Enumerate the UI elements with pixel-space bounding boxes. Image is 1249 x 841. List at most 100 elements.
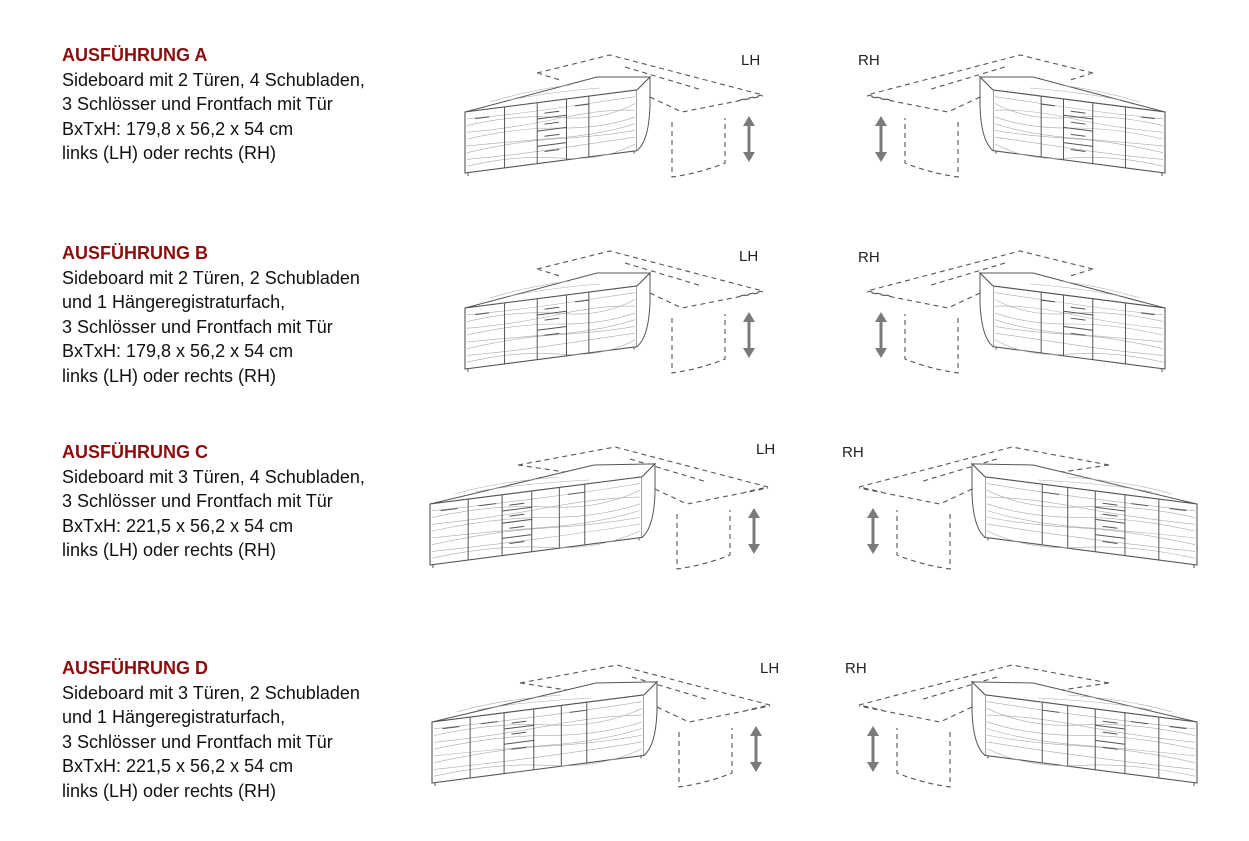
lh-label: LH bbox=[741, 52, 761, 69]
wood-grain bbox=[433, 741, 643, 770]
drawer-divider bbox=[537, 114, 567, 120]
wood-grain bbox=[466, 292, 636, 316]
drawer-handle bbox=[1070, 149, 1086, 152]
wood-grain bbox=[994, 332, 1164, 356]
drawer-handle bbox=[544, 110, 560, 114]
rh-label: RH bbox=[842, 444, 864, 461]
description-line: Sideboard mit 3 Türen, 2 Schubladen bbox=[62, 682, 360, 703]
wood-grain bbox=[994, 130, 1164, 153]
description-line: 3 Schlösser und Frontfach mit Tür bbox=[62, 491, 333, 512]
rounded-end-panel bbox=[643, 680, 658, 756]
height-adjust-arrow-icon bbox=[867, 726, 879, 772]
drawer-handle bbox=[1102, 541, 1118, 544]
drawer-handle bbox=[511, 720, 527, 724]
variant-title: AUSFÜHRUNG D bbox=[62, 658, 208, 678]
wood-grain bbox=[454, 476, 590, 495]
door-handle bbox=[1041, 103, 1055, 107]
wood-grain bbox=[431, 490, 641, 518]
wood-grain bbox=[466, 305, 636, 329]
drawer-handle bbox=[509, 525, 525, 529]
rh-label: RH bbox=[858, 249, 880, 266]
wood-grain bbox=[986, 530, 1196, 559]
wood-grain bbox=[489, 84, 601, 103]
drawer-handle bbox=[511, 731, 527, 735]
wood-grain bbox=[431, 496, 641, 525]
drawer-handle bbox=[544, 149, 560, 152]
drawer-divider bbox=[1095, 518, 1125, 524]
furniture-drawing bbox=[858, 446, 1198, 570]
desk-outline bbox=[866, 54, 1094, 178]
drawer-divider bbox=[1063, 126, 1093, 132]
door-handle bbox=[1140, 116, 1155, 120]
wood-grain bbox=[433, 721, 643, 750]
rounded-end-panel bbox=[636, 75, 651, 152]
wood-grain bbox=[466, 326, 636, 349]
rh-label: RH bbox=[858, 52, 880, 69]
wood-grain bbox=[466, 299, 636, 322]
wood-grain bbox=[466, 103, 636, 126]
door-handle bbox=[440, 507, 458, 512]
drawer-handle bbox=[1070, 306, 1086, 310]
height-adjust-arrow-icon bbox=[743, 116, 755, 162]
desk-outline bbox=[536, 54, 764, 178]
sideboard-front bbox=[464, 89, 638, 174]
wood-grain bbox=[994, 326, 1164, 349]
door-handle bbox=[1131, 721, 1149, 725]
drawer-handle bbox=[544, 133, 560, 137]
description-line: Sideboard mit 3 Türen, 4 Schubladen, bbox=[62, 466, 365, 487]
drawer-handle bbox=[544, 317, 560, 321]
wood-grain bbox=[466, 96, 636, 120]
drawer-handle bbox=[1102, 731, 1118, 735]
wood-grain bbox=[986, 708, 1196, 736]
description-line: Sideboard mit 2 Türen, 2 Schubladen bbox=[62, 267, 360, 288]
description-line: links (LH) oder rechts (RH) bbox=[62, 540, 277, 561]
door-handle bbox=[478, 503, 496, 507]
door-handle bbox=[1042, 709, 1060, 713]
description-line: links (LH) oder rechts (RH) bbox=[62, 365, 277, 386]
wood-grain bbox=[994, 305, 1164, 329]
drawer-divider bbox=[1063, 114, 1093, 120]
wood-grain bbox=[466, 319, 636, 343]
sideboard-front bbox=[992, 89, 1166, 174]
furniture-drawing bbox=[858, 664, 1198, 788]
height-adjust-arrow-icon bbox=[750, 726, 762, 772]
desk-outline bbox=[858, 446, 1110, 570]
description-line: 3 Schlösser und Frontfach mit Tür bbox=[62, 316, 333, 337]
variant-title: AUSFÜHRUNG A bbox=[62, 45, 208, 65]
wood-grain bbox=[986, 748, 1196, 777]
rh-label: RH bbox=[845, 660, 867, 677]
drawer-divider bbox=[537, 142, 567, 147]
description-line: BxTxH: 221,5 x 56,2 x 54 cm bbox=[62, 756, 294, 777]
wood-grain bbox=[986, 516, 1196, 545]
sideboard-front bbox=[992, 285, 1166, 370]
height-adjust-arrow-icon bbox=[867, 508, 879, 554]
drawer-handle bbox=[544, 306, 560, 310]
wood-grain bbox=[466, 123, 636, 147]
variant-d-description: AUSFÜHRUNG D Sideboard mit 3 Türen, 2 Sc… bbox=[62, 656, 360, 804]
wood-grain bbox=[489, 280, 601, 299]
wood-grain bbox=[466, 136, 636, 160]
description-line: 3 Schlösser und Frontfach mit Tür bbox=[62, 731, 333, 752]
wood-grain bbox=[433, 708, 643, 736]
furniture-drawing bbox=[866, 250, 1166, 374]
variant-c-lh-drawing bbox=[415, 432, 769, 577]
door-handle bbox=[480, 721, 498, 725]
drawer-handle bbox=[509, 541, 525, 544]
wood-grain bbox=[986, 701, 1196, 730]
door-handle bbox=[569, 709, 587, 713]
wood-grain bbox=[433, 728, 643, 757]
height-adjust-arrow-icon bbox=[875, 312, 887, 358]
drawer-handle bbox=[1102, 502, 1118, 506]
lh-label: LH bbox=[760, 660, 780, 677]
wood-grain bbox=[466, 312, 636, 336]
wood-grain bbox=[431, 503, 641, 532]
drawer-divider bbox=[1063, 142, 1093, 147]
wood-grain bbox=[994, 103, 1164, 126]
wood-grain bbox=[994, 319, 1164, 343]
variant-b-lh-drawing bbox=[450, 236, 764, 381]
desk-outline bbox=[517, 446, 769, 570]
wood-grain bbox=[986, 490, 1196, 518]
variant-b-description: AUSFÜHRUNG B Sideboard mit 2 Türen, 2 Sc… bbox=[62, 241, 360, 389]
variant-a-rh-drawing bbox=[866, 40, 1181, 185]
variant-c-description: AUSFÜHRUNG C Sideboard mit 3 Türen, 4 Sc… bbox=[62, 440, 365, 563]
